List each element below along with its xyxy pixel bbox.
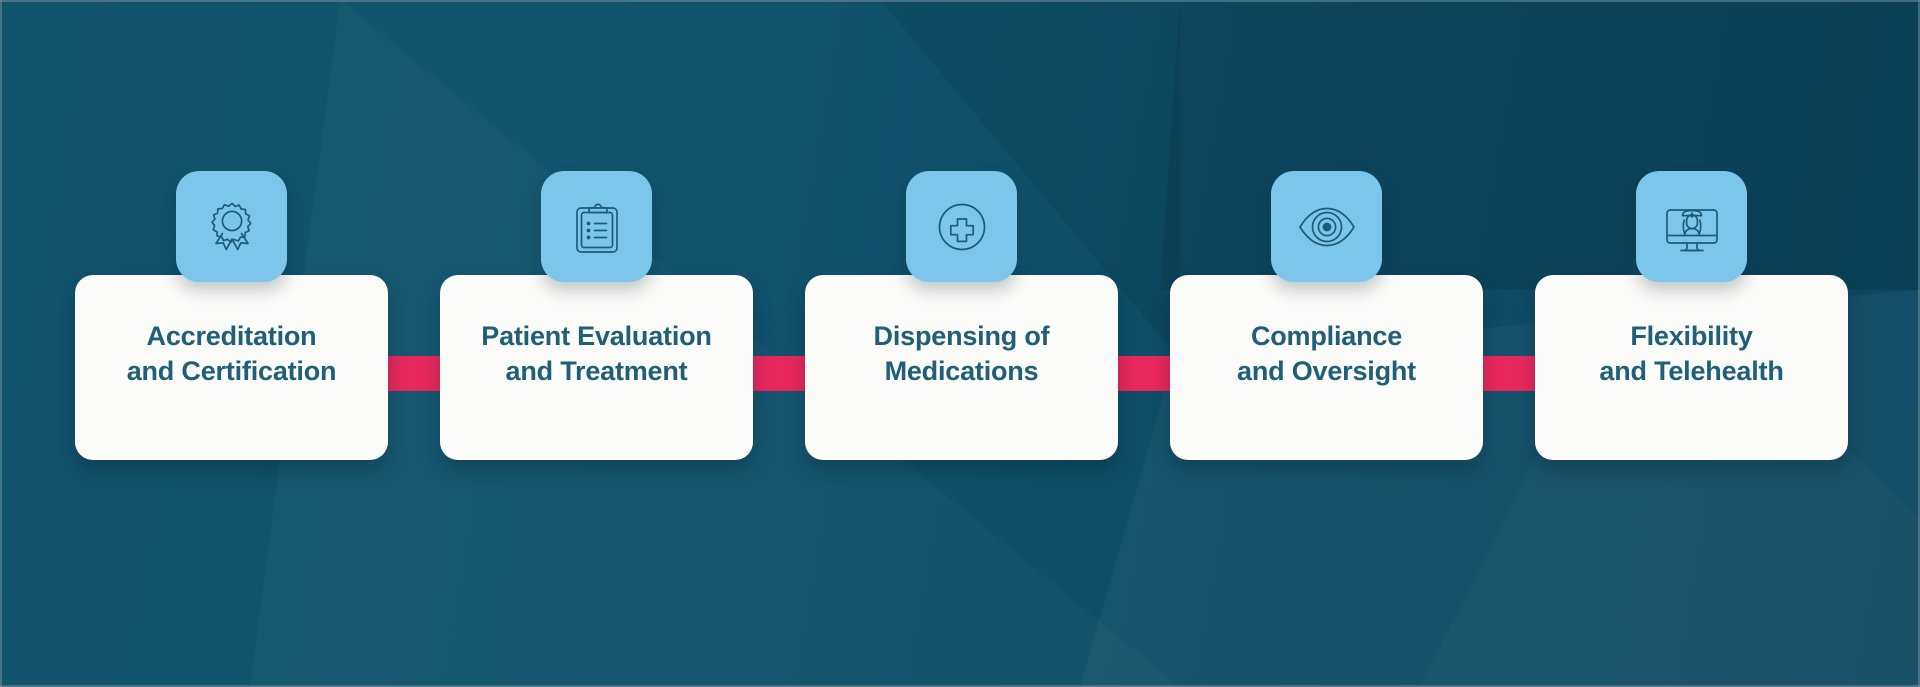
step-card-dispensing[interactable]: Dispensing of Medications: [805, 275, 1118, 460]
telehealth-monitor-nurse-icon: [1660, 195, 1724, 259]
step-card-patient-evaluation[interactable]: Patient Evaluation and Treatment: [440, 275, 753, 460]
connector-bar-4: [1483, 356, 1535, 391]
icon-tile-flexibility[interactable]: [1636, 171, 1747, 282]
eye-oversight-icon: [1295, 195, 1359, 259]
icon-tile-patient-evaluation[interactable]: [541, 171, 652, 282]
connector-bar-2: [753, 356, 805, 391]
step-card-accreditation[interactable]: Accreditation and Certification: [75, 275, 388, 460]
step-card-flexibility[interactable]: Flexibility and Telehealth: [1535, 275, 1848, 460]
step-card-label: Dispensing of Medications: [873, 321, 1050, 386]
canvas-border-top: [0, 0, 1920, 2]
icon-tile-compliance[interactable]: [1271, 171, 1382, 282]
medical-cross-circle-icon: [930, 195, 994, 259]
canvas-border-left: [0, 0, 2, 687]
icon-tile-dispensing[interactable]: [906, 171, 1017, 282]
step-card-label: Accreditation and Certification: [126, 321, 337, 386]
step-card-label: Compliance and Oversight: [1237, 321, 1416, 386]
award-ribbon-icon: [200, 195, 264, 259]
icon-tile-accreditation[interactable]: [176, 171, 287, 282]
connector-bar-1: [388, 356, 440, 391]
canvas-border-right: [1918, 0, 1920, 687]
connector-bar-3: [1118, 356, 1170, 391]
canvas-border-bottom: [0, 685, 1920, 687]
step-card-label: Patient Evaluation and Treatment: [481, 321, 712, 386]
clipboard-checklist-icon: [565, 195, 629, 259]
step-card-label: Flexibility and Telehealth: [1599, 321, 1784, 386]
step-card-compliance[interactable]: Compliance and Oversight: [1170, 275, 1483, 460]
